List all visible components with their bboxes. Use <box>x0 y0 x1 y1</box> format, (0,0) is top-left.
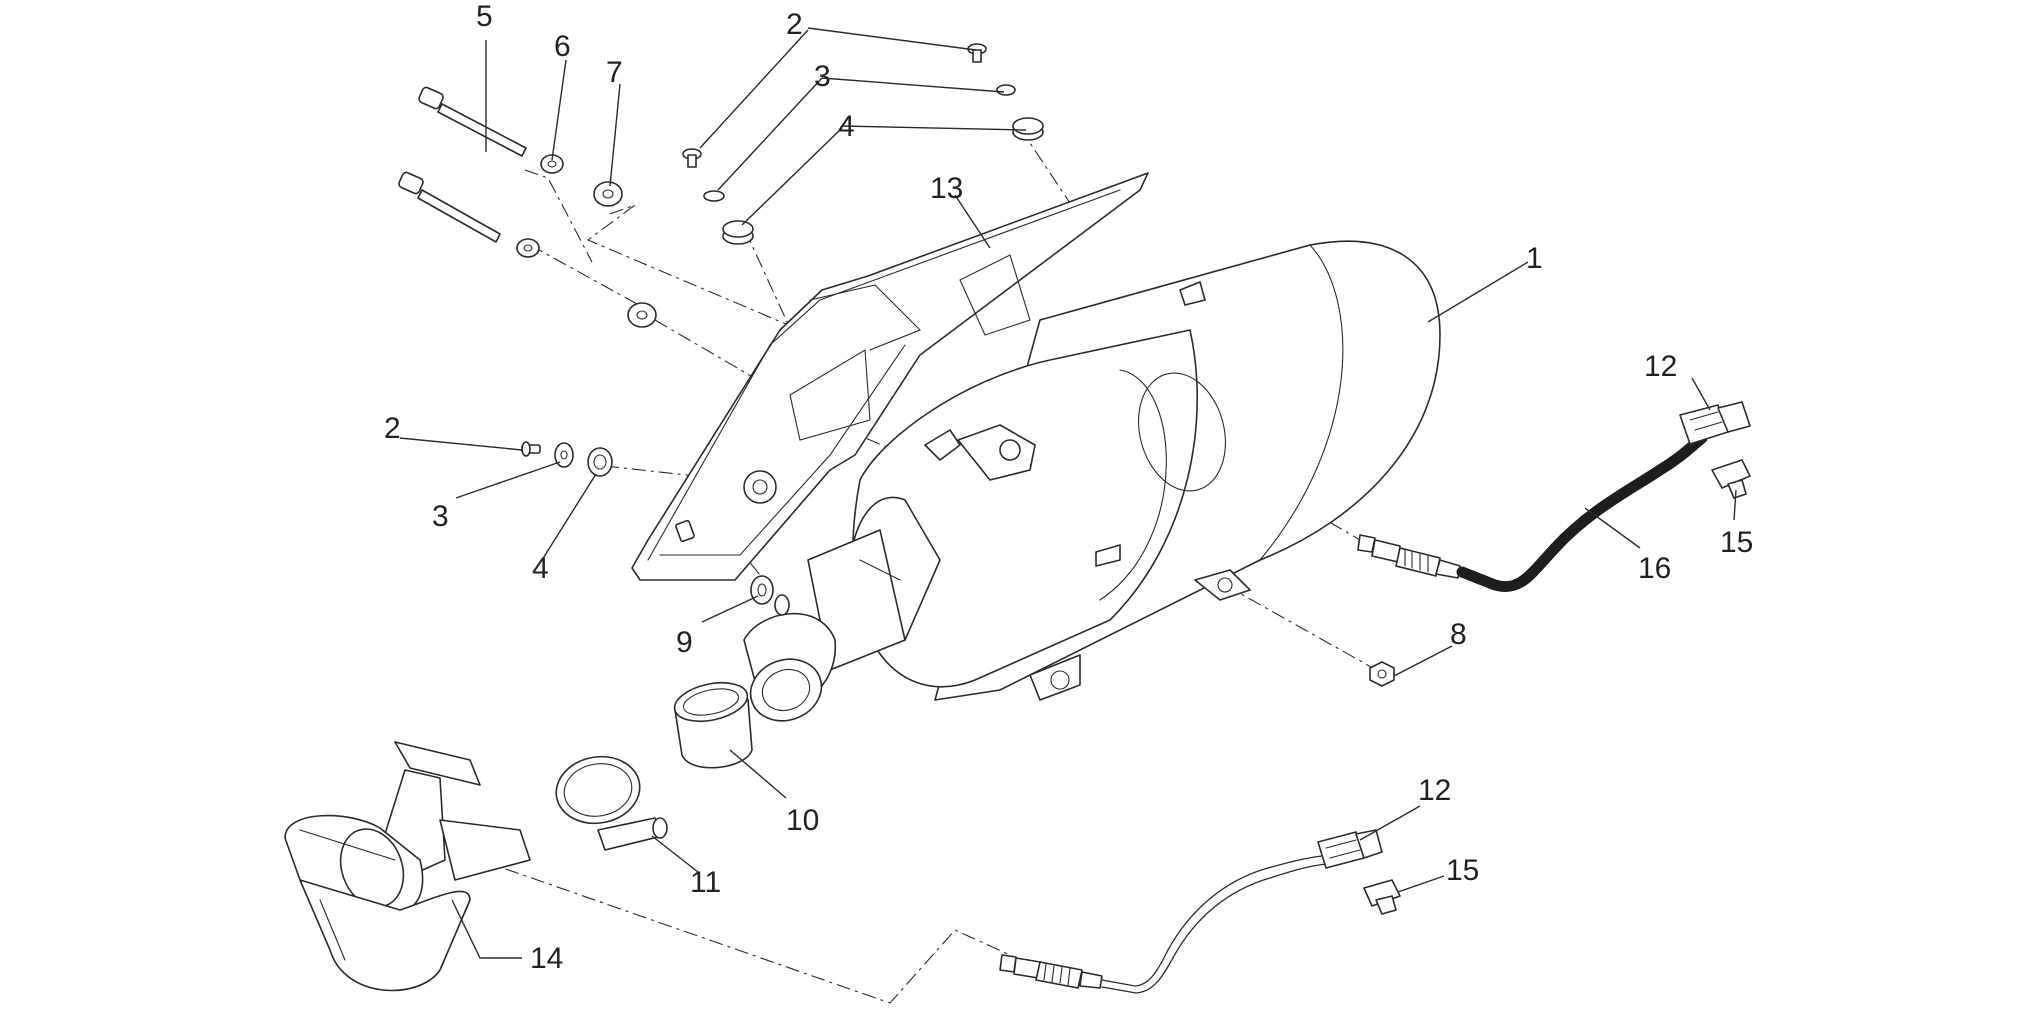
washer-3-top-right[interactable] <box>996 84 1016 96</box>
clip-15-upper[interactable] <box>1711 459 1751 499</box>
callout-5: 5 <box>476 0 493 33</box>
dash-bolt5 <box>524 169 593 263</box>
dash-lower-sensor <box>479 859 1011 1004</box>
screw-2-top-left[interactable] <box>682 148 702 168</box>
connector-12-upper[interactable] <box>1679 401 1751 445</box>
callout-2-left: 2 <box>384 412 401 445</box>
callout-12-lower: 12 <box>1418 774 1451 807</box>
washer-7-upper[interactable] <box>593 181 623 207</box>
callout-6: 6 <box>554 30 571 63</box>
callout-7: 7 <box>606 56 623 89</box>
callout-11: 11 <box>690 866 721 899</box>
nut-8[interactable] <box>1369 661 1395 687</box>
muffler[interactable] <box>742 240 1441 730</box>
callout-12-upper: 12 <box>1644 350 1677 383</box>
callout-10: 10 <box>786 804 819 837</box>
screw-2-left[interactable] <box>521 441 541 457</box>
callout-numbers: 5 6 7 2 3 4 13 1 12 15 16 2 3 4 9 8 10 1… <box>384 0 1753 975</box>
screw-2-top-right[interactable] <box>967 43 987 63</box>
washer-7-lower[interactable] <box>627 302 657 328</box>
lambda-sensor-lower[interactable] <box>999 855 1327 994</box>
bolt-upper[interactable] <box>418 86 527 157</box>
bolt-lower[interactable] <box>398 171 501 243</box>
lambda-sensor-upper[interactable] <box>1357 432 1708 592</box>
callout-2-top: 2 <box>786 8 803 41</box>
gasket-10[interactable] <box>671 677 753 769</box>
grommet-9[interactable] <box>750 575 790 616</box>
sensor-cable-upper <box>1456 432 1708 592</box>
callout-1: 1 <box>1526 242 1543 275</box>
washer-3-top-left[interactable] <box>703 190 725 202</box>
grommet-4-top-left[interactable] <box>722 220 754 245</box>
dash-washer7 <box>586 204 801 331</box>
callout-15-upper: 15 <box>1720 526 1753 559</box>
grommet-4-top-right[interactable] <box>1012 117 1044 141</box>
callout-3-top: 3 <box>814 60 831 93</box>
washer-3-left[interactable] <box>554 442 574 468</box>
heat-shield[interactable] <box>631 172 1149 581</box>
callout-3-left: 3 <box>432 500 449 533</box>
grommet-4-left[interactable] <box>587 447 613 477</box>
callout-4-left: 4 <box>532 552 549 585</box>
callout-9: 9 <box>676 626 693 659</box>
callout-14: 14 <box>530 942 563 975</box>
dash-washer6b <box>529 244 649 311</box>
washer-6-lower[interactable] <box>516 238 540 258</box>
dash-nut8 <box>1224 584 1381 673</box>
washer-6-upper[interactable] <box>540 154 564 174</box>
callout-8: 8 <box>1450 618 1467 651</box>
exhaust-pipe-14[interactable] <box>284 741 531 992</box>
connector-12-lower[interactable] <box>1317 829 1383 869</box>
leader-lines <box>399 27 1737 959</box>
callout-15-lower: 15 <box>1446 854 1479 887</box>
clip-15-lower[interactable] <box>1363 879 1401 915</box>
callout-13: 13 <box>930 172 963 205</box>
callout-16: 16 <box>1638 552 1671 585</box>
callout-4-top: 4 <box>838 110 855 143</box>
clamp-11[interactable] <box>551 750 668 851</box>
